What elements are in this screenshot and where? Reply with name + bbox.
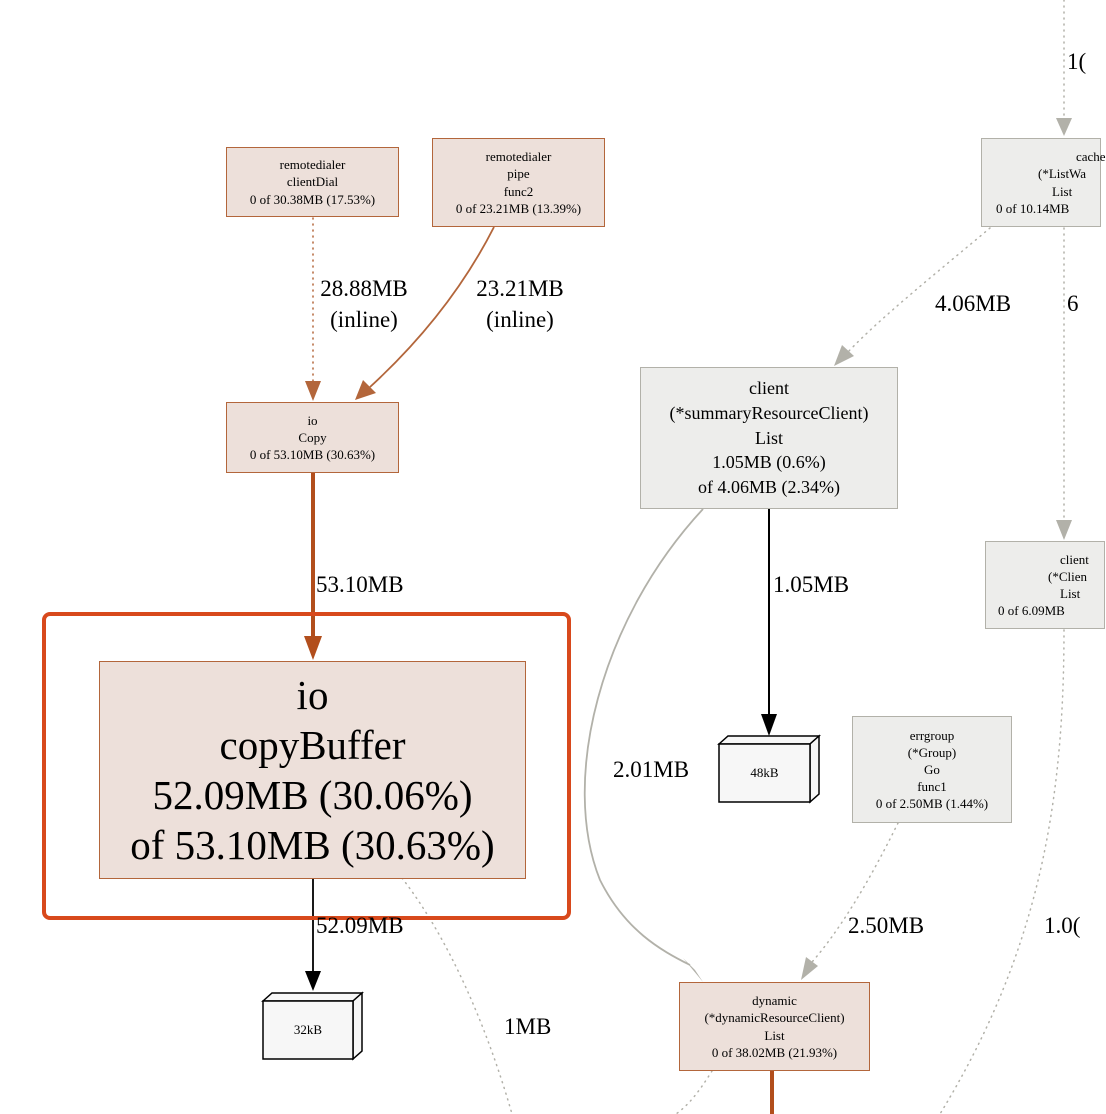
node-line: (*Clien <box>1048 568 1087 584</box>
arrowhead <box>304 636 322 660</box>
node-line: client <box>1060 551 1089 567</box>
node-client-client-list[interactable]: client (*Clien List 0 of 6.09MB <box>985 541 1105 629</box>
node-line: 0 of 38.02MB (21.93%) <box>711 1044 838 1060</box>
edge-label-copy-to-copybuffer: 53.10MB <box>316 572 404 597</box>
edge-label-summary-to-dynamic: 2.01MB <box>613 757 690 782</box>
node-line: (*dynamicResourceClient) <box>704 1010 845 1026</box>
edge-label-copybuffer-out: 1MB <box>504 1014 552 1039</box>
edge-cache-to-summary <box>847 227 991 353</box>
edge-label-line: (inline) <box>330 307 398 332</box>
edge-errgroup-to-dynamic <box>811 822 899 963</box>
edge-label-summary-to-48kb: 1.05MB <box>773 572 850 597</box>
edge-pipe-to-copy <box>369 226 495 388</box>
node-line: of 53.10MB (30.63%) <box>130 822 495 868</box>
node-line: func1 <box>917 779 947 795</box>
node-line: 0 of 30.38MB (17.53%) <box>249 191 376 207</box>
alloc-box-32kb-label: 32kB <box>293 1022 323 1037</box>
node-line: func2 <box>503 183 534 199</box>
edge-label-cache-to-summary: 4.06MB <box>935 291 1012 316</box>
node-remotedialer-clientdial[interactable]: remotedialer clientDial 0 of 30.38MB (17… <box>226 147 399 217</box>
node-line: cache <box>1076 149 1106 165</box>
edge-label-errgroup-to-dynamic: 2.50MB <box>848 913 925 938</box>
node-line: List <box>764 1027 785 1043</box>
node-cache-listwatch-list[interactable]: cache (*ListWa List 0 of 10.14MB <box>981 138 1106 227</box>
arrowhead <box>355 380 376 400</box>
arrowhead <box>834 345 854 366</box>
edge-label-clientdial-to-copy: 28.88MB (inline) <box>314 273 414 335</box>
node-line: client <box>749 377 789 398</box>
arrowhead <box>1056 520 1072 540</box>
node-io-copybuffer[interactable]: io copyBuffer 52.09MB (30.06%) of 53.10M… <box>99 661 526 879</box>
node-line: List <box>1052 183 1073 199</box>
node-line: 0 of 10.14MB <box>996 200 1070 216</box>
node-client-summary-list[interactable]: client (*summaryResourceClient) List 1.0… <box>640 367 898 509</box>
node-line: List <box>754 427 783 448</box>
arrowhead <box>801 957 818 980</box>
node-line: 0 of 2.50MB (1.44%) <box>875 796 989 812</box>
node-line: 0 of 6.09MB <box>998 603 1065 619</box>
node-errgroup-go-func1[interactable]: errgroup (*Group) Go func1 0 of 2.50MB (… <box>852 716 1012 823</box>
node-line: 0 of 23.21MB (13.39%) <box>455 200 582 216</box>
node-line: Copy <box>298 429 327 445</box>
node-line: (*Group) <box>907 744 957 760</box>
node-line: io <box>296 672 329 718</box>
edge-label-copybuffer-to-32kb: 52.09MB <box>316 913 404 938</box>
edge-label-client-out: 1.0( <box>1044 913 1081 938</box>
edge-dynamic-out-dotted <box>675 1070 713 1114</box>
alloc-box-32kb <box>261 991 364 1061</box>
node-line: remotedialer <box>485 149 552 165</box>
node-line: 1.05MB (0.6%) <box>712 452 826 473</box>
edge-copybuffer-out <box>401 877 513 1114</box>
alloc-box-48kb <box>717 734 821 804</box>
edge-label-line: 23.21MB <box>476 276 564 301</box>
node-line: 0 of 53.10MB (30.63%) <box>249 447 376 463</box>
edge-client-out <box>939 629 1065 1114</box>
alloc-box-48kb-label: 48kB <box>750 765 779 780</box>
arrowhead <box>683 958 703 982</box>
node-io-copy[interactable]: io Copy 0 of 53.10MB (30.63%) <box>226 402 399 473</box>
edge-label-top-into-cache: 1( <box>1067 49 1087 74</box>
node-line: pipe <box>507 166 530 182</box>
node-line: io <box>307 412 318 428</box>
call-graph-canvas <box>261 0 1072 1114</box>
arrowhead <box>305 971 321 991</box>
edge-label-pipe-to-copy: 23.21MB (inline) <box>470 273 570 335</box>
node-line: of 4.06MB (2.34%) <box>698 477 840 498</box>
node-dynamic-list[interactable]: dynamic (*dynamicResourceClient) List 0 … <box>679 982 870 1071</box>
node-line: clientDial <box>286 174 339 190</box>
node-line: (*summaryResourceClient) <box>669 402 869 423</box>
edge-label-line: 28.88MB <box>320 276 408 301</box>
edge-label-cache-to-client: 6 <box>1067 291 1079 316</box>
edge-summary-to-dynamic <box>583 508 704 966</box>
arrowhead <box>305 381 321 401</box>
node-line: List <box>1060 586 1081 601</box>
highlight-frame <box>42 612 571 920</box>
node-line: (*ListWa <box>1038 166 1087 182</box>
edge-label-line: (inline) <box>486 307 554 332</box>
node-line: remotedialer <box>279 157 346 173</box>
node-line: Go <box>924 761 940 777</box>
node-line: errgroup <box>909 727 955 743</box>
node-line: 52.09MB (30.06%) <box>152 772 473 818</box>
node-line: dynamic <box>752 993 797 1009</box>
arrowhead <box>761 714 777 736</box>
node-remotedialer-pipe-func2[interactable]: remotedialer pipe func2 0 of 23.21MB (13… <box>432 138 605 227</box>
arrowhead <box>1056 118 1072 136</box>
node-line: copyBuffer <box>219 722 406 768</box>
